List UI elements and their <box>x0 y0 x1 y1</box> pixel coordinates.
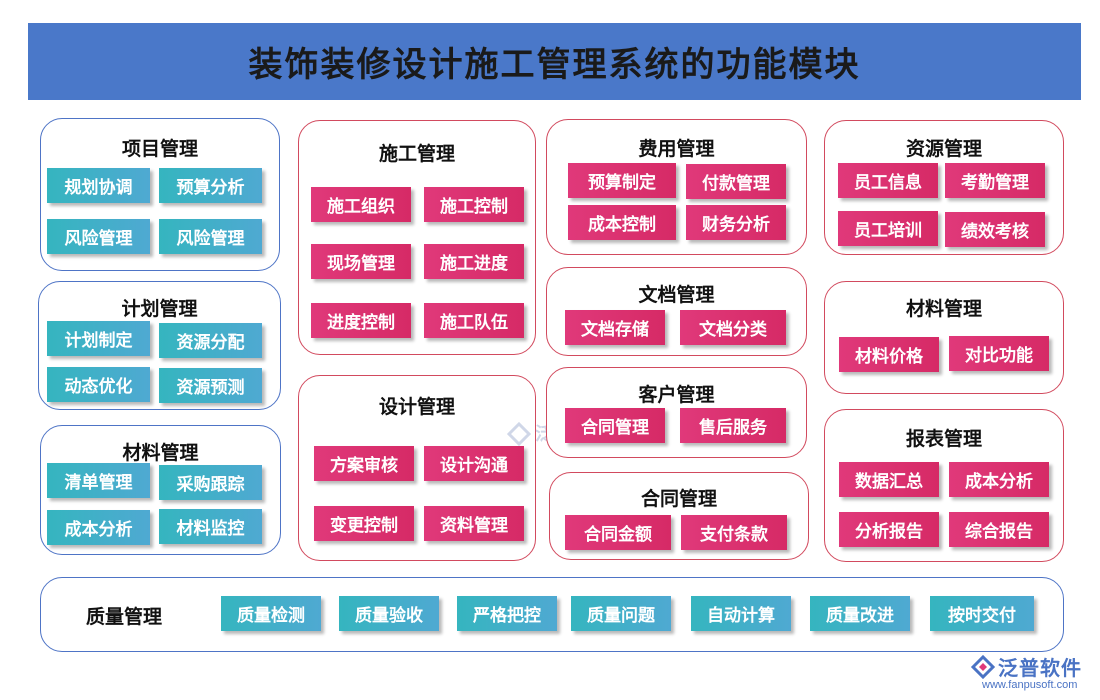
module-button[interactable]: 清单管理 <box>47 463 150 498</box>
module-button[interactable]: 分析报告 <box>839 512 939 547</box>
module-button[interactable]: 支付条款 <box>681 515 787 550</box>
module-button[interactable]: 成本控制 <box>568 205 676 240</box>
module-button[interactable]: 对比功能 <box>949 336 1049 371</box>
module-button[interactable]: 质量问题 <box>571 596 671 631</box>
group-title: 材料管理 <box>905 298 982 320</box>
group-title: 施工管理 <box>378 143 455 165</box>
module-button[interactable]: 质量验收 <box>339 596 439 631</box>
module-button[interactable]: 绩效考核 <box>945 212 1045 247</box>
group-title: 报表管理 <box>905 428 982 450</box>
module-button[interactable]: 付款管理 <box>686 164 786 199</box>
group-title: 设计管理 <box>378 396 455 418</box>
module-button[interactable]: 员工培训 <box>838 211 938 246</box>
group-title: 项目管理 <box>121 138 198 160</box>
module-button[interactable]: 动态优化 <box>47 367 150 402</box>
module-button[interactable]: 预算分析 <box>159 168 262 203</box>
group-title: 合同管理 <box>640 488 717 510</box>
group-title: 费用管理 <box>638 138 715 160</box>
module-button[interactable]: 自动计算 <box>691 596 791 631</box>
module-button[interactable]: 资源分配 <box>159 323 262 358</box>
brand-logo-icon <box>970 654 996 680</box>
module-button[interactable]: 资料管理 <box>424 506 524 541</box>
module-button[interactable]: 合同管理 <box>565 408 665 443</box>
module-button[interactable]: 材料监控 <box>159 509 262 544</box>
header-bar: 装饰装修设计施工管理系统的功能模块 <box>28 23 1081 100</box>
module-button[interactable]: 施工组织 <box>311 187 411 222</box>
module-button[interactable]: 施工队伍 <box>424 303 524 338</box>
module-button[interactable]: 方案审核 <box>314 446 414 481</box>
module-button[interactable]: 现场管理 <box>311 244 411 279</box>
module-button[interactable]: 质量改进 <box>810 596 910 631</box>
module-button[interactable]: 规划协调 <box>47 168 150 203</box>
module-button[interactable]: 材料价格 <box>839 337 939 372</box>
module-button[interactable]: 资源预测 <box>159 368 262 403</box>
watermark-logo-icon <box>506 421 532 447</box>
module-button[interactable]: 成本分析 <box>949 462 1049 497</box>
module-button[interactable]: 数据汇总 <box>839 462 939 497</box>
brand-logo: 泛普软件 www.fanpusoft.com <box>970 652 1095 694</box>
group-title: 质量管理 <box>86 606 163 628</box>
module-button[interactable]: 售后服务 <box>680 408 786 443</box>
module-button[interactable]: 考勤管理 <box>945 163 1045 198</box>
module-button[interactable]: 按时交付 <box>930 596 1034 631</box>
module-button[interactable]: 进度控制 <box>311 303 411 338</box>
module-button[interactable]: 质量检测 <box>221 596 321 631</box>
module-button[interactable]: 设计沟通 <box>424 446 524 481</box>
brand-url: www.fanpusoft.com <box>982 679 1078 691</box>
group-title: 材料管理 <box>122 442 199 464</box>
module-button[interactable]: 文档存储 <box>565 310 665 345</box>
module-button[interactable]: 成本分析 <box>47 510 150 545</box>
module-button[interactable]: 风险管理 <box>47 219 150 254</box>
module-button[interactable]: 施工控制 <box>424 187 524 222</box>
group-title: 文档管理 <box>638 284 715 306</box>
group-title: 客户管理 <box>638 384 715 406</box>
brand-name: 泛普软件 <box>998 656 1082 680</box>
module-button[interactable]: 财务分析 <box>686 205 786 240</box>
module-button[interactable]: 预算制定 <box>568 163 676 198</box>
group-title: 资源管理 <box>905 138 982 160</box>
page-title: 装饰装修设计施工管理系统的功能模块 <box>248 45 861 85</box>
module-button[interactable]: 严格把控 <box>457 596 557 631</box>
module-button[interactable]: 计划制定 <box>47 321 150 356</box>
module-button[interactable]: 施工进度 <box>424 244 524 279</box>
module-button[interactable]: 合同金额 <box>565 515 671 550</box>
module-button[interactable]: 综合报告 <box>949 512 1049 547</box>
module-button[interactable]: 采购跟踪 <box>159 465 262 500</box>
module-button[interactable]: 变更控制 <box>314 506 414 541</box>
group-title: 计划管理 <box>121 298 198 320</box>
module-button[interactable]: 文档分类 <box>680 310 786 345</box>
module-button[interactable]: 风险管理 <box>159 219 262 254</box>
module-button[interactable]: 员工信息 <box>838 163 938 198</box>
